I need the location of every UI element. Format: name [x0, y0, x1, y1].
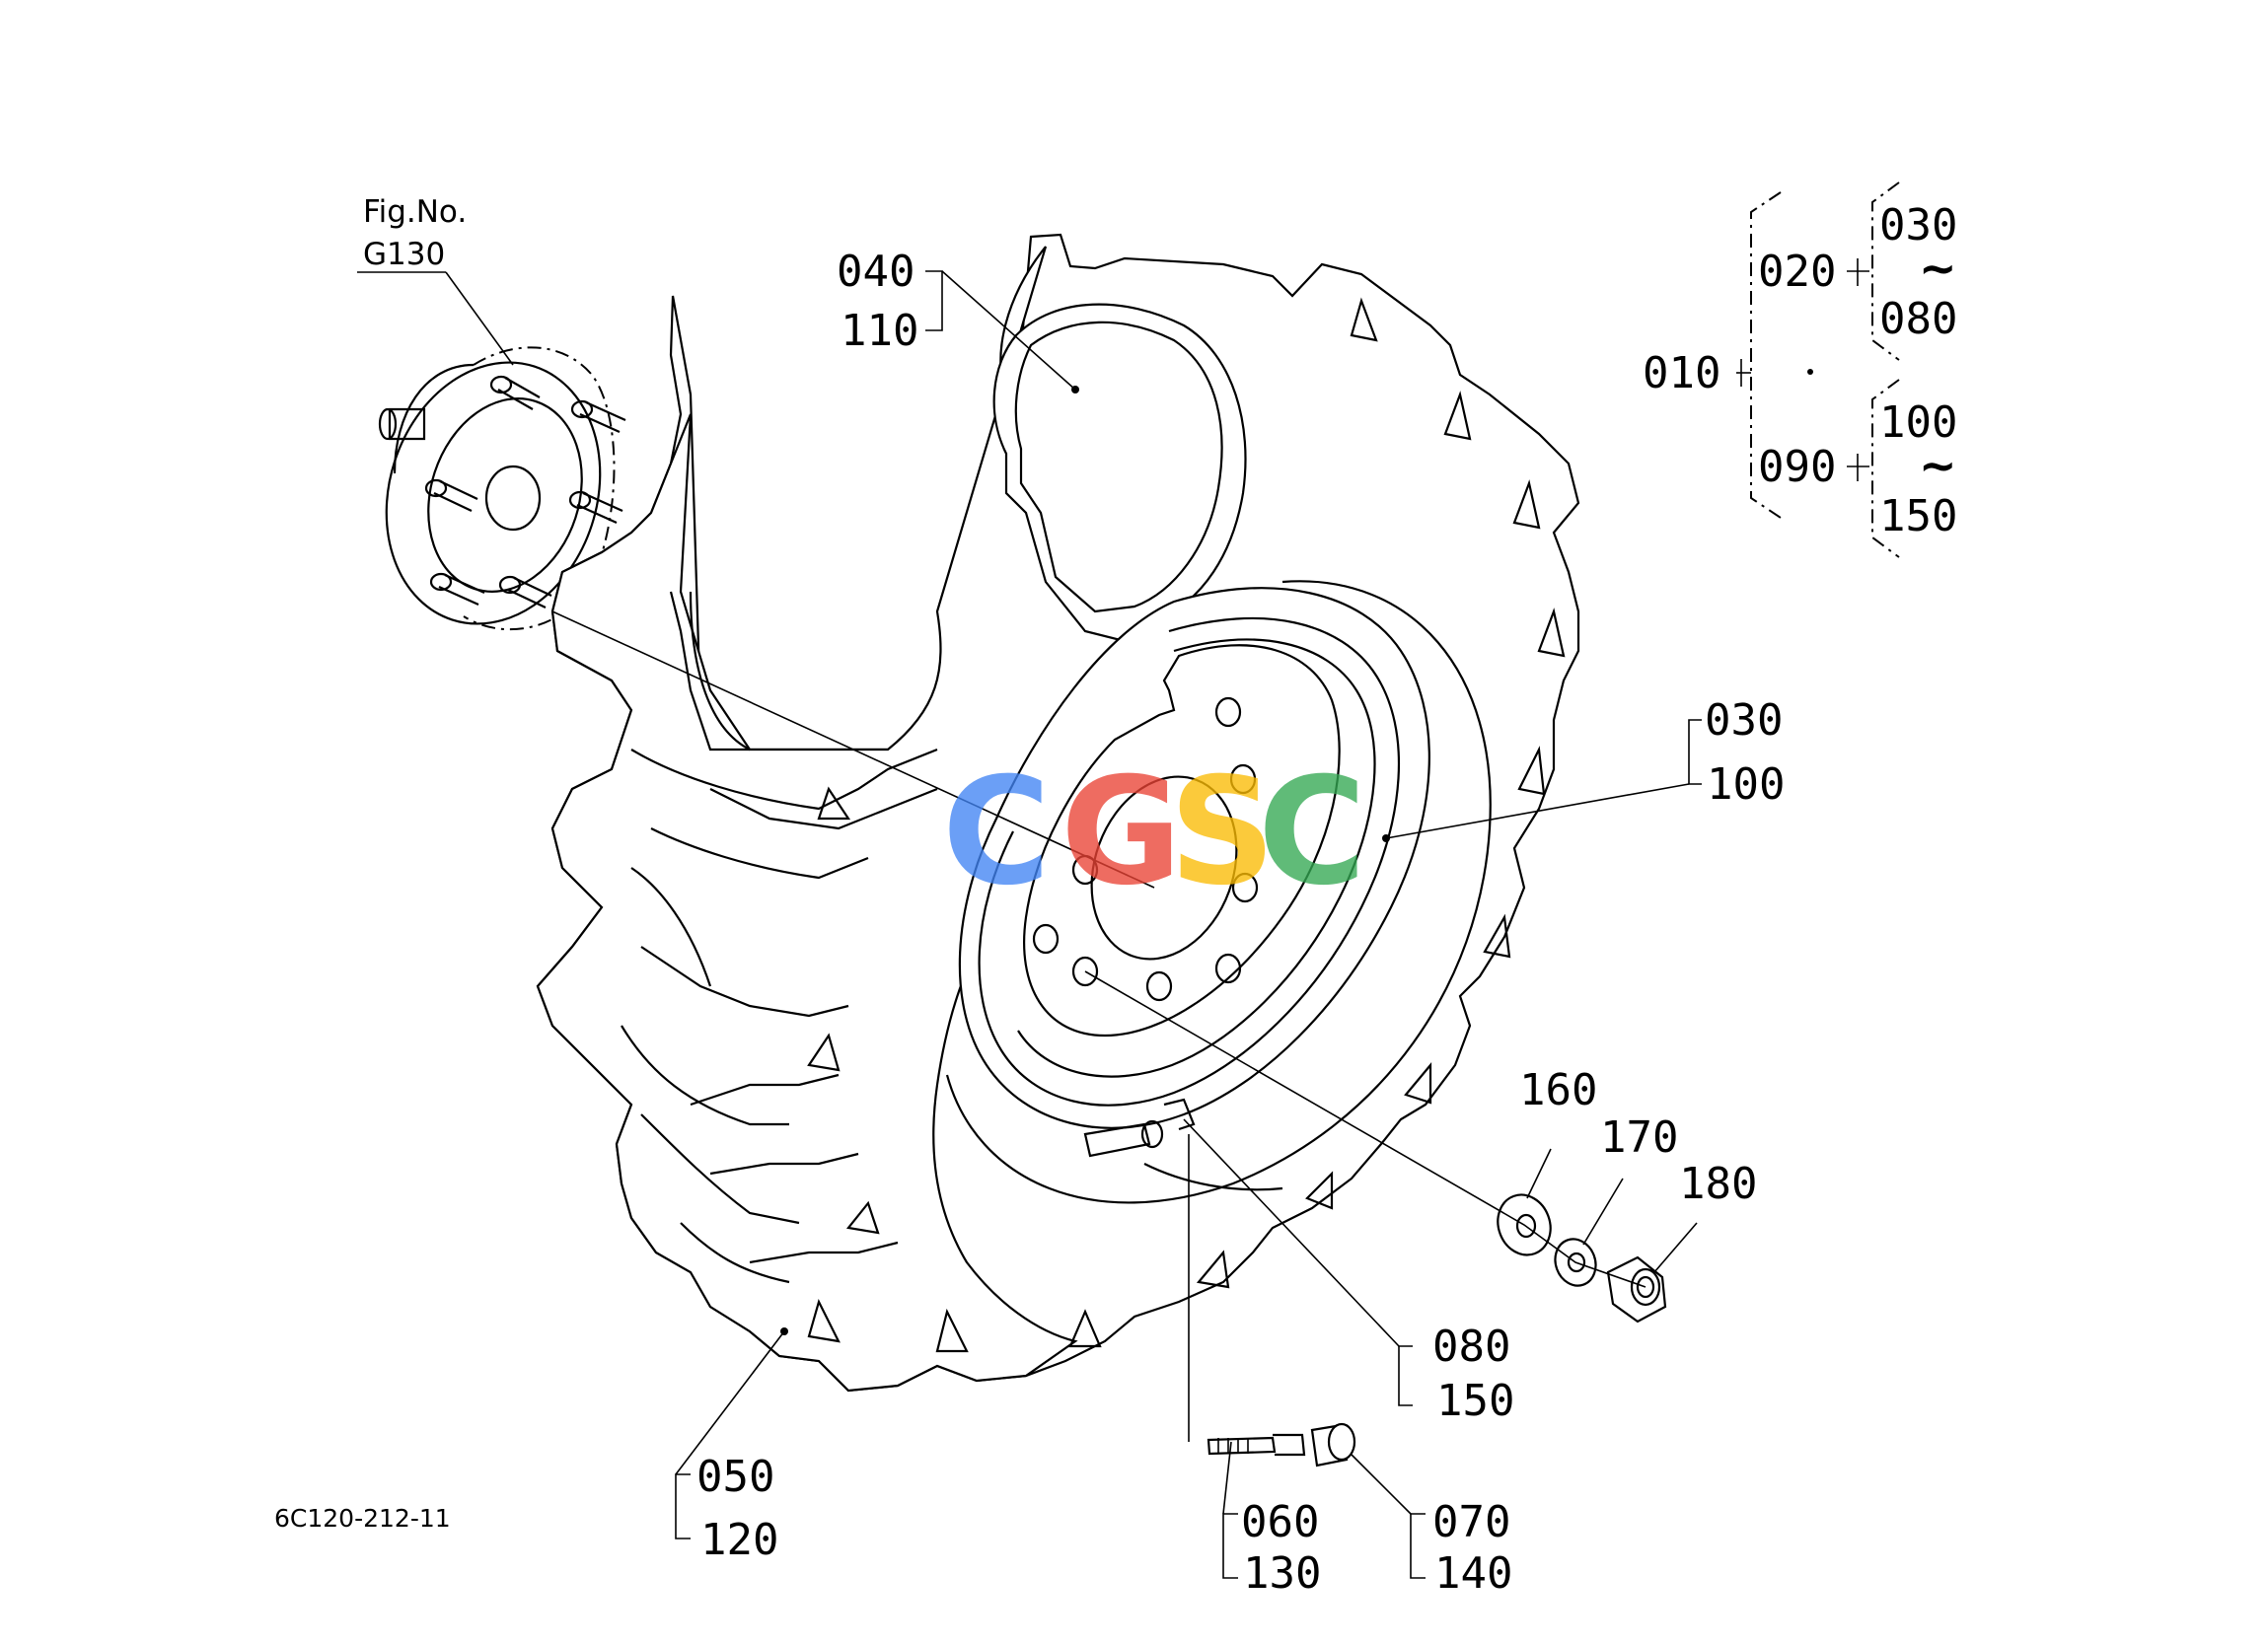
callout-120: 120 [700, 1515, 778, 1565]
rim-drawing [958, 587, 1430, 1191]
assembly-tree: 010 020 030 ~ 080 090 100 ~ 150 [1643, 181, 1957, 558]
valve-cap-070 [1310, 1422, 1356, 1467]
tree-group-b-sep: ~ [1919, 439, 1957, 492]
callout-060: 060 [1241, 1497, 1319, 1547]
tree-group-a-sep: ~ [1919, 242, 1957, 295]
callout-180: 180 [1679, 1159, 1757, 1209]
tree-group-b-label: 090 [1758, 442, 1836, 492]
tree-root-010: 010 [1643, 348, 1720, 398]
watermark-letter-2: G [1061, 747, 1182, 918]
watermark-letter-1: C [942, 747, 1051, 918]
tree-group-b-end: 150 [1879, 491, 1957, 541]
callout-080: 080 [1432, 1322, 1510, 1372]
callout-170: 170 [1600, 1112, 1678, 1163]
tree-group-a-label: 020 [1758, 247, 1836, 297]
callout-110: 110 [841, 306, 918, 356]
callout-140: 140 [1434, 1548, 1512, 1599]
tread-slots [807, 297, 1566, 1353]
watermark-letter-3: S [1169, 747, 1276, 918]
figure-ref-label: Fig.No. [363, 194, 467, 230]
callout-100: 100 [1707, 759, 1785, 810]
tree-group-a-end: 080 [1879, 294, 1957, 344]
callout-040: 040 [837, 247, 915, 297]
watermark-logo: C G S C [942, 747, 1366, 918]
valve-core-060 [1207, 1433, 1306, 1457]
hub-reference-drawing [378, 346, 626, 631]
callout-030: 030 [1705, 695, 1783, 746]
leader-lines [551, 270, 1702, 1579]
figure-ref-number: G130 [363, 237, 445, 272]
valve-stem [1083, 1098, 1283, 1191]
rim-bolt-holes [1032, 696, 1259, 1002]
callout-160: 160 [1519, 1065, 1597, 1115]
callout-130: 130 [1243, 1548, 1321, 1599]
callout-070: 070 [1432, 1497, 1510, 1547]
callout-150: 150 [1436, 1376, 1514, 1426]
hub-studs [424, 375, 626, 608]
tree-group-b-start: 100 [1879, 397, 1957, 448]
nut-180 [1606, 1255, 1667, 1324]
watermark-letter-4: C [1258, 747, 1366, 918]
tube-drawing [992, 303, 1247, 791]
tree-group-a-start: 030 [1879, 200, 1957, 250]
callout-labels: 040 110 030 100 160 170 180 080 150 050 … [696, 247, 1785, 1599]
drawing-code: 6C120-212-11 [274, 1504, 451, 1533]
callout-050: 050 [696, 1452, 774, 1502]
